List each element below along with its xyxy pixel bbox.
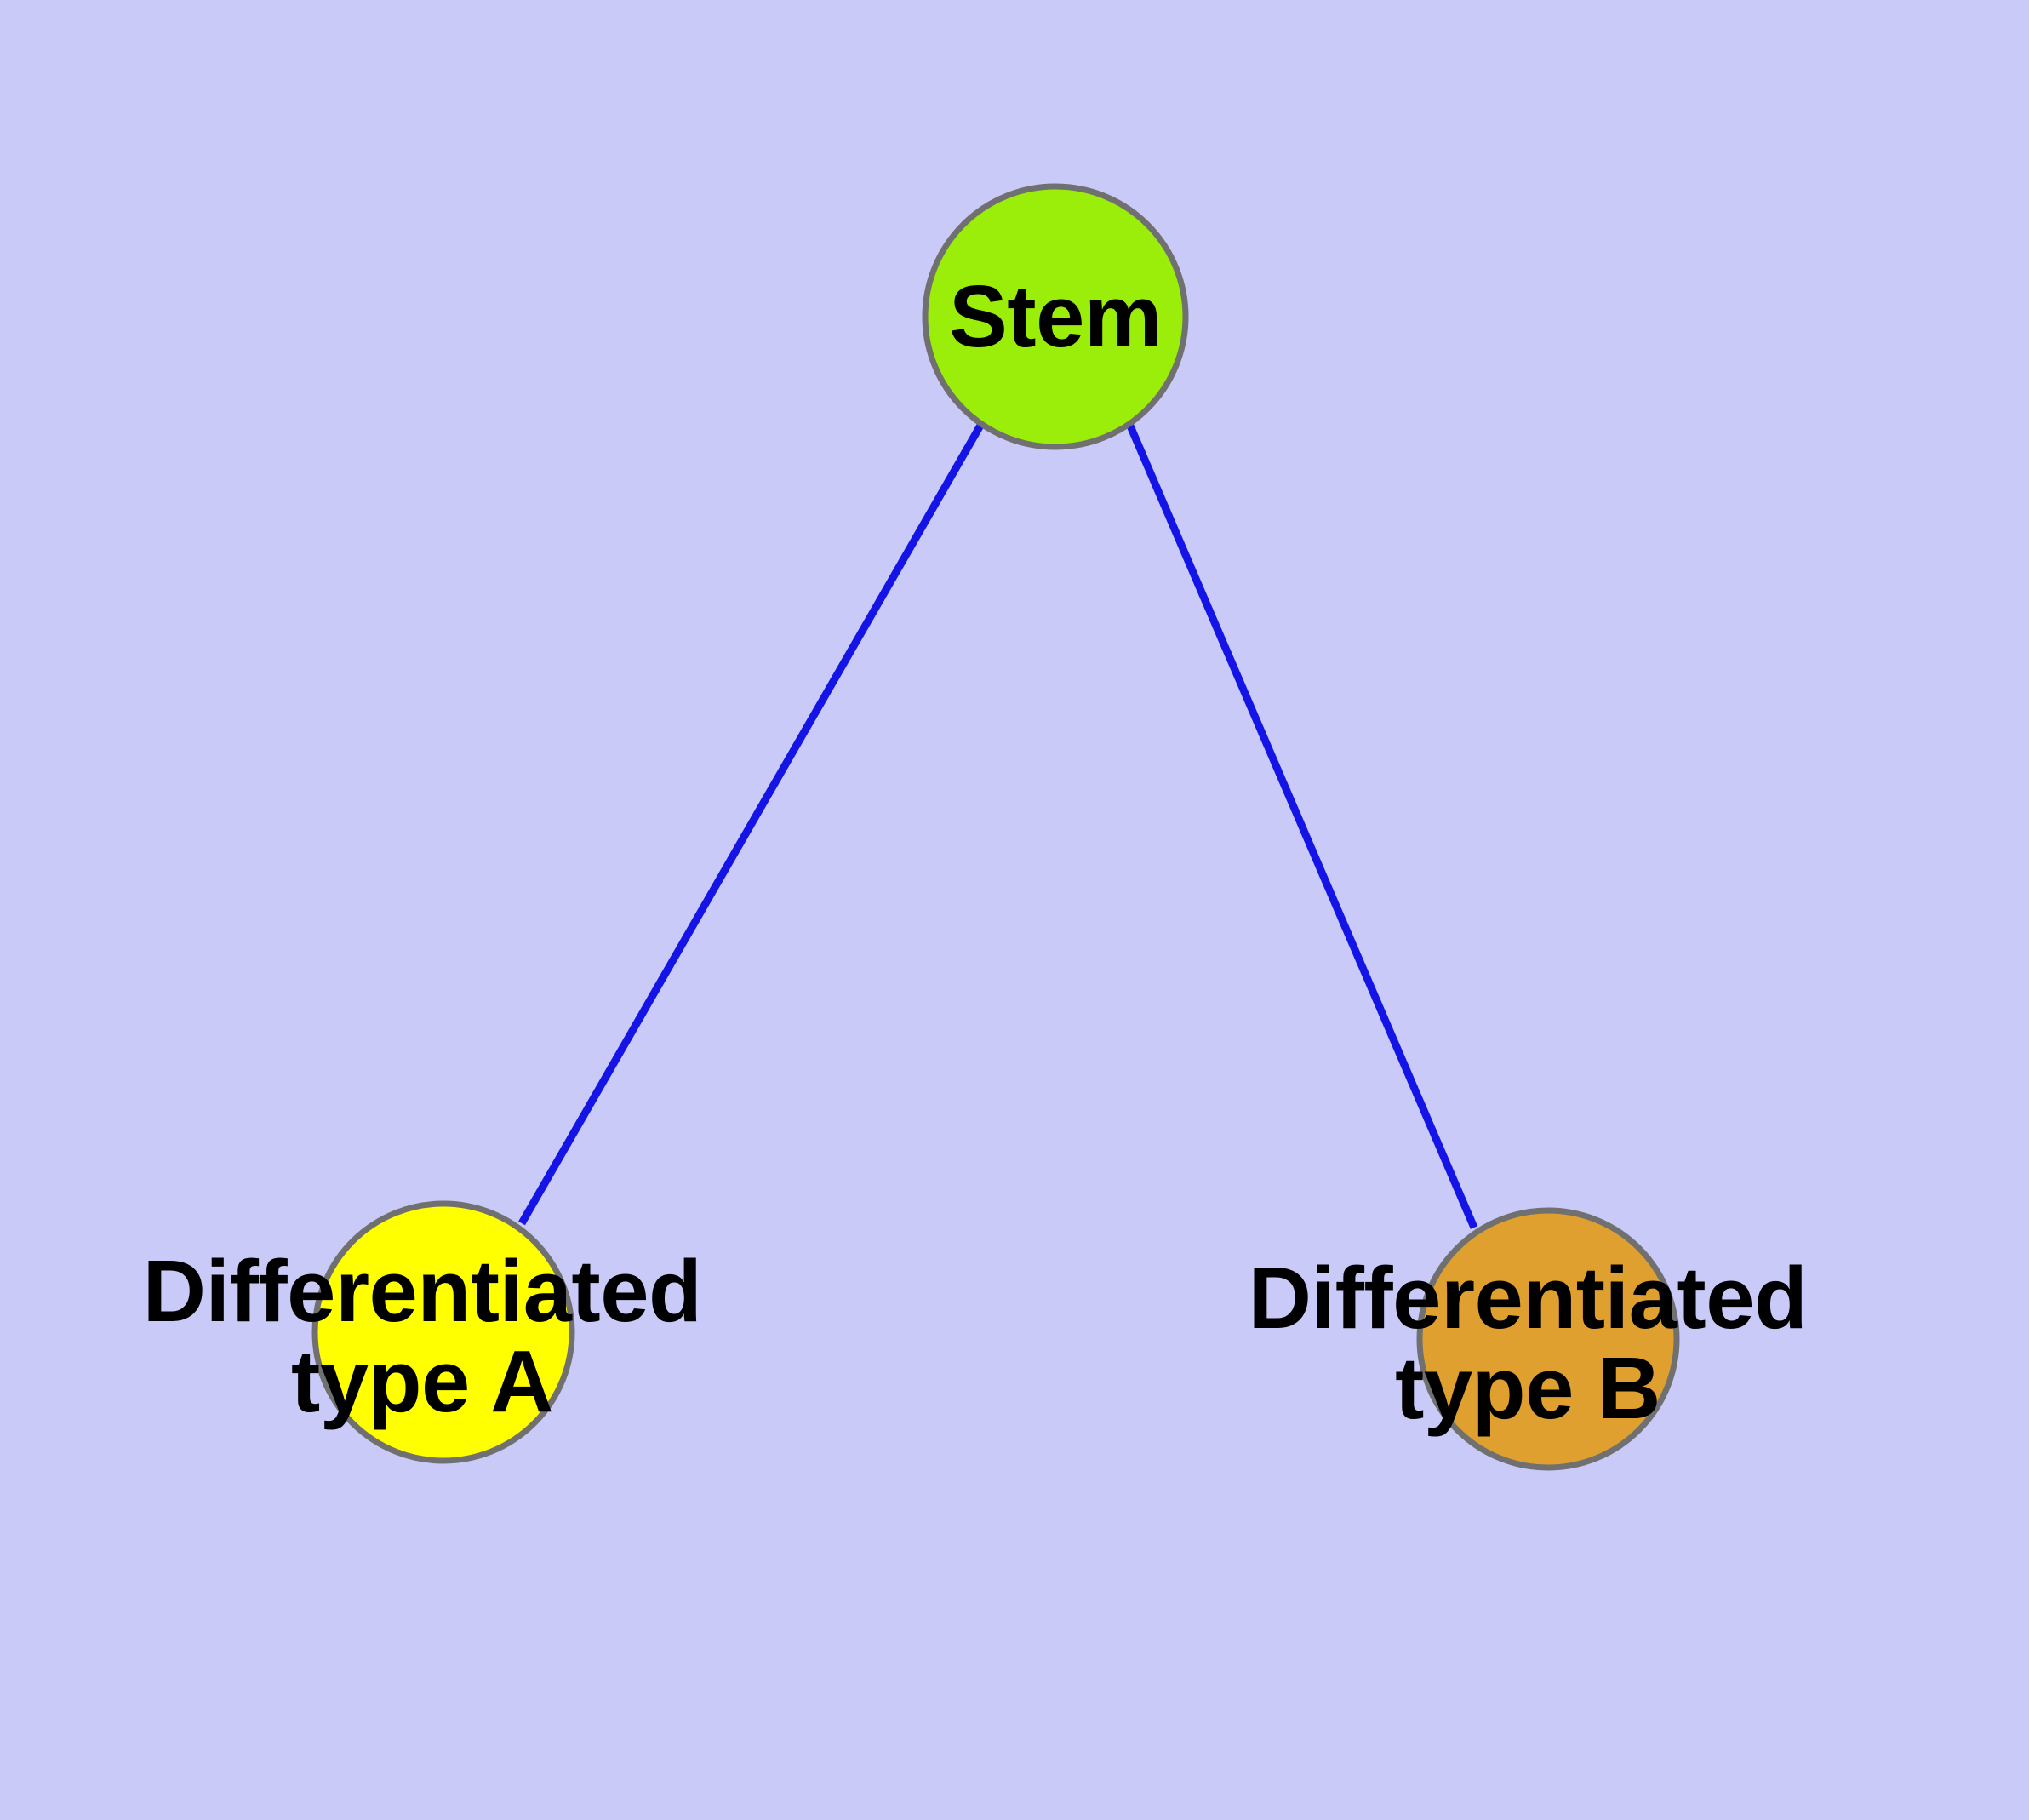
edge-stem-to-differentiated-type-b[interactable] (1125, 422, 1478, 1229)
nodes-group (311, 183, 1680, 1471)
node-differentiated-type-b[interactable] (1416, 1207, 1680, 1471)
node-differentiated-type-a[interactable] (311, 1200, 575, 1464)
edge-stem-to-differentiated-type-a[interactable] (518, 421, 985, 1226)
node-stem[interactable] (922, 183, 1189, 450)
edges-group (518, 421, 1478, 1229)
